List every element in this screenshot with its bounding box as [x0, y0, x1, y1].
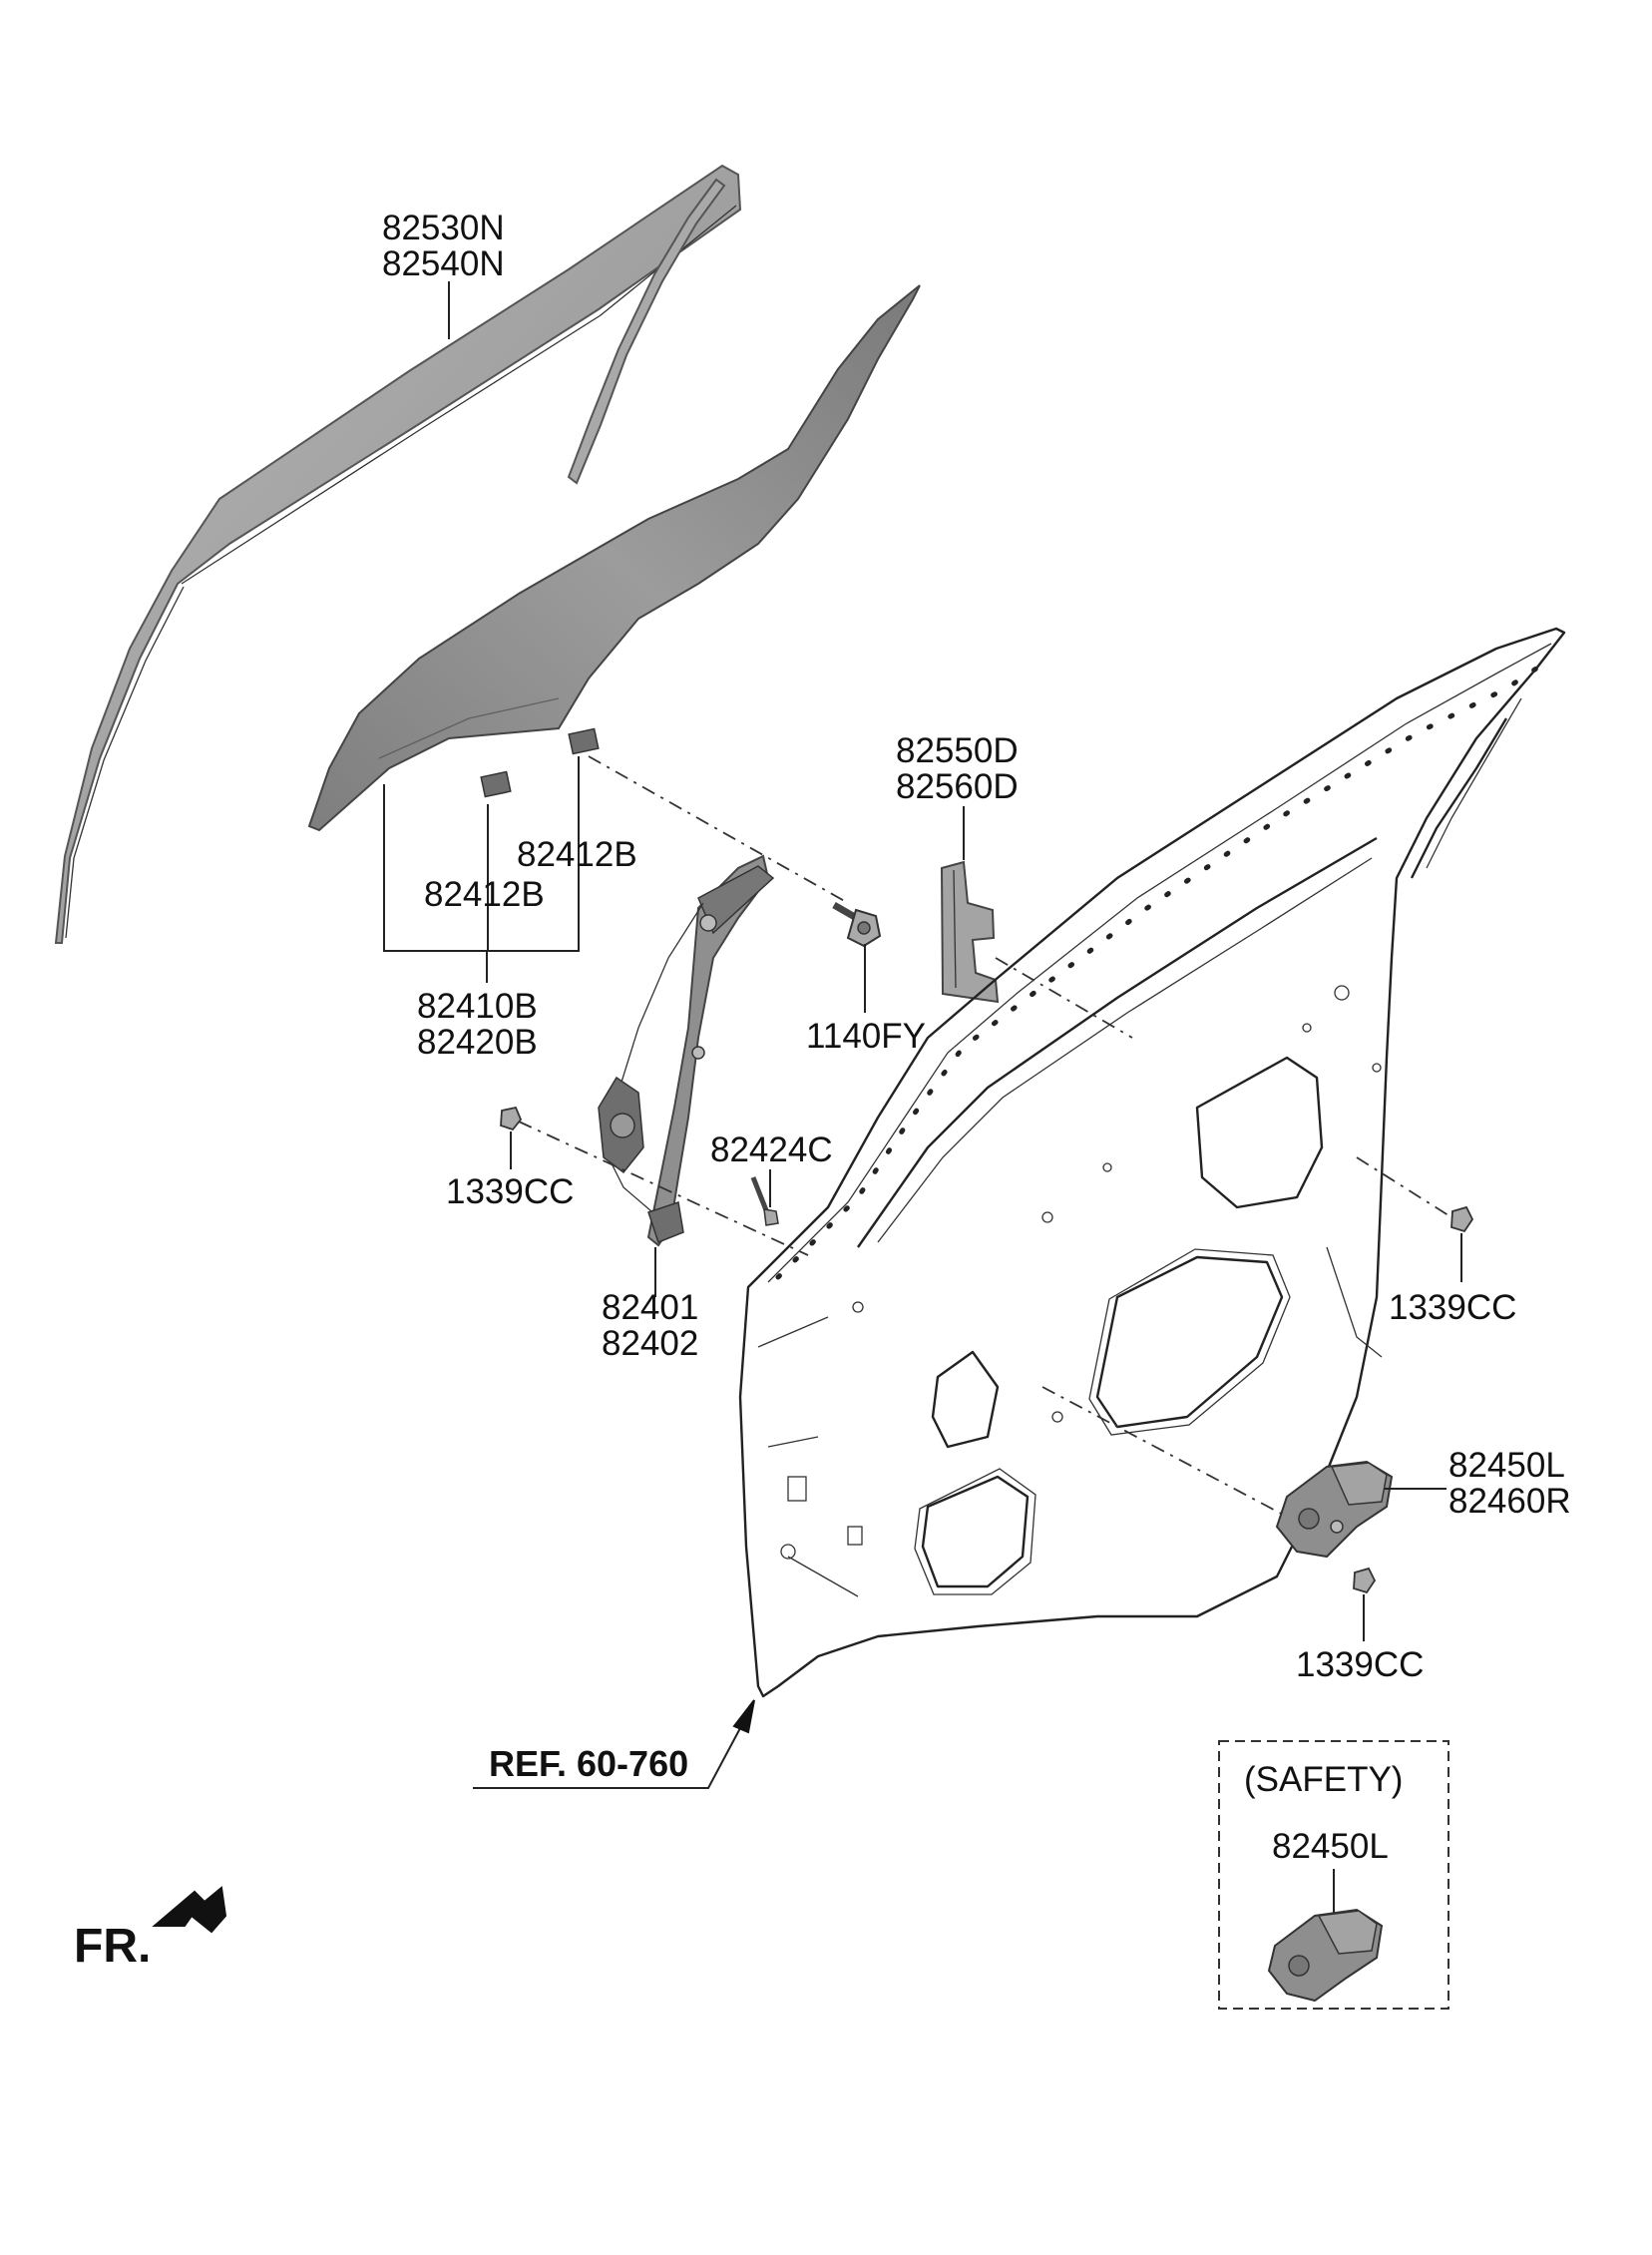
motor-label-2: 82460R	[1448, 1482, 1571, 1521]
glass-assy-bracket	[383, 756, 580, 983]
holder-a-label: 82412B	[424, 875, 545, 914]
holder-bolt-dashline	[588, 755, 849, 904]
front-label: FR.	[74, 1920, 151, 1973]
ref-dashline	[1041, 1386, 1288, 1518]
nut-motor-label: 1339CC	[1296, 1645, 1424, 1684]
channel-label-1: 82550D	[896, 731, 1019, 770]
run-strip-label-1: 82530N	[382, 209, 505, 247]
nut-door-dashline	[1356, 1156, 1452, 1218]
nut-regulator-dashline	[518, 1121, 809, 1256]
regulator-part	[598, 854, 779, 1247]
motor-part	[1275, 1460, 1394, 1559]
safety-title: (SAFETY)	[1244, 1760, 1403, 1799]
regulator-label-1: 82401	[602, 1288, 698, 1327]
nut-door-part	[1450, 1205, 1474, 1233]
safety-motor-part	[1267, 1908, 1384, 2003]
safety-motor-label: 82450L	[1272, 1827, 1389, 1866]
bolt-label: 1140FY	[806, 1017, 926, 1056]
channel-part	[940, 860, 1000, 1004]
door-glass-part	[307, 284, 921, 832]
ref-arrow	[473, 1699, 755, 1789]
safety-box	[1218, 1740, 1449, 2010]
nut-regulator-part	[500, 1106, 523, 1131]
regulator-bolt-label: 82424C	[710, 1130, 833, 1169]
holder-b-label: 82412B	[517, 835, 637, 874]
bolt-part	[832, 901, 882, 948]
nut-motor-part	[1353, 1567, 1377, 1594]
glass-holder-part	[480, 727, 600, 798]
channel-dashline	[995, 957, 1133, 1039]
channel-label-2: 82560D	[896, 767, 1019, 806]
motor-label-1: 82450L	[1448, 1446, 1565, 1485]
run-strip-part	[54, 164, 742, 944]
front-arrow-icon	[152, 1886, 227, 1934]
glass-assy-label-1: 82410B	[417, 987, 538, 1026]
regulator-label-2: 82402	[602, 1324, 698, 1363]
door-panel-part	[738, 627, 1566, 1698]
nut-door-label: 1339CC	[1389, 1288, 1516, 1327]
run-strip-label-2: 82540N	[382, 244, 505, 283]
glass-assy-label-2: 82420B	[417, 1023, 538, 1062]
nut-regulator-label: 1339CC	[446, 1172, 574, 1211]
ref-label: REF. 60-760	[489, 1743, 688, 1784]
